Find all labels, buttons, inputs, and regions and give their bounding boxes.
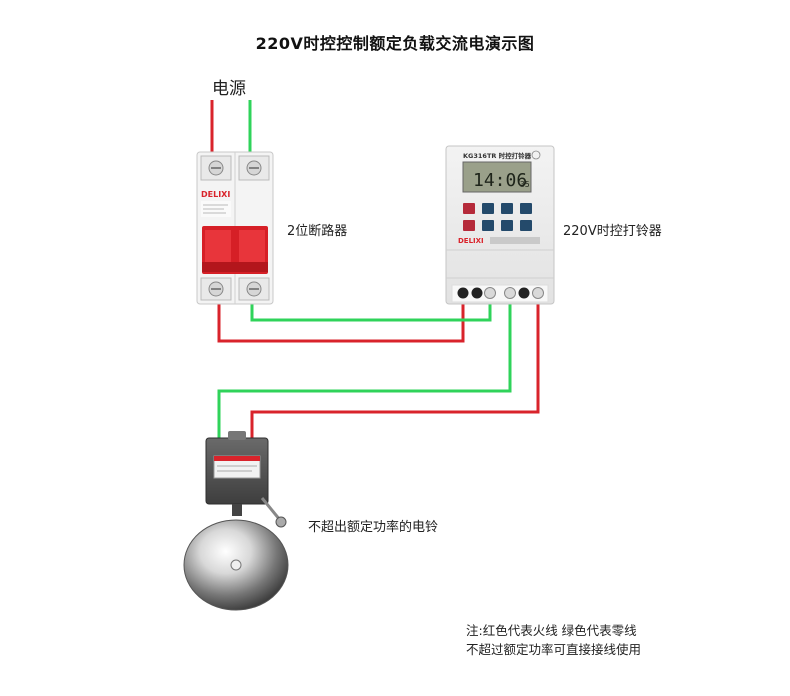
neutral-wire-breaker-to-timer: [250, 296, 492, 322]
power-source-label: 电源: [212, 79, 246, 99]
legend-note-colors: 注:红色代表火线 绿色代表零线: [466, 623, 637, 638]
timer-key-4: [520, 203, 532, 214]
live-wire-timer-to-bell: [250, 296, 540, 441]
timer-key-8: [520, 220, 532, 231]
legend-note-usage: 不超过额定功率可直接接线使用: [466, 642, 642, 657]
bell-label: 不超出额定功率的电铃: [308, 520, 439, 535]
timer-model-label: KG316TR 时控打铃器: [463, 151, 532, 160]
neutral-wire-timer-to-bell: [217, 296, 512, 441]
breaker-label: 2位断路器: [287, 224, 348, 239]
circuit-breaker: DELIXI: [196, 151, 274, 305]
timer-key-1: [463, 203, 475, 214]
timer-key-7: [501, 220, 513, 231]
electric-bell: [183, 431, 289, 611]
timer-key-3: [501, 203, 513, 214]
breaker-brand: DELIXI: [201, 190, 230, 199]
timer-controller: KG316TR 时控打铃器 14:06 35 DELIXI: [445, 145, 555, 305]
timer-brand: DELIXI: [458, 237, 484, 245]
timer-lcd-seconds: 35: [520, 180, 530, 189]
diagram-title: 220V时控控制额定负载交流电演示图: [255, 34, 535, 53]
timer-key-2: [482, 203, 494, 214]
timer-lcd-time: 14:06: [473, 170, 527, 191]
timer-label: 220V时控打铃器: [563, 224, 662, 239]
timer-key-5: [463, 220, 475, 231]
timer-key-6: [482, 220, 494, 231]
